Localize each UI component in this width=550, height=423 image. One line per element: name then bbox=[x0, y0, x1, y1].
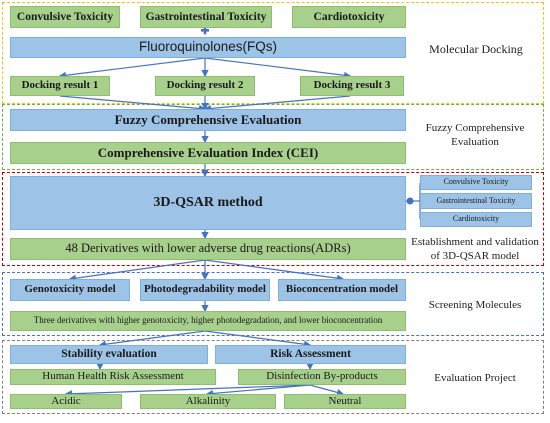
disinfection-byproducts-box: Disinfection By-products bbox=[238, 369, 406, 385]
label-evaluation-project: Evaluation Project bbox=[434, 372, 516, 384]
arrow-screen-stability bbox=[98, 330, 206, 348]
docking-result-1-box: Docking result 1 bbox=[10, 76, 110, 96]
derivatives-box: 48 Derivatives with lower adverse drug r… bbox=[10, 238, 406, 260]
stability-evaluation-box: Stability evaluation bbox=[10, 345, 208, 364]
arrow-fqs-dock3 bbox=[204, 57, 352, 79]
neutral-box: Neutral bbox=[284, 394, 406, 409]
fuzzy-evaluation-box: Fuzzy Comprehensive Evaluation bbox=[10, 109, 406, 131]
gastrointestinal-toxicity-box: Gastrointestinal Toxicity bbox=[140, 6, 272, 28]
acidic-box: Acidic bbox=[10, 394, 122, 409]
arrow-deriv-bio bbox=[204, 259, 345, 282]
arrow-dbp-alkalinity bbox=[205, 384, 311, 398]
label-fuzzy-evaluation: Fuzzy Comprehensive Evaluation bbox=[425, 122, 525, 148]
docking-result-2-box: Docking result 2 bbox=[155, 76, 255, 96]
docking-result-3-box: Docking result 3 bbox=[300, 76, 404, 96]
qsar-cardiotoxicity-box: Cardiotoxicity bbox=[420, 212, 532, 227]
section-fuzzy-evaluation bbox=[2, 104, 544, 170]
qsar-method-box: 3D-QSAR method bbox=[10, 176, 406, 230]
arrow-fqs-dock1 bbox=[58, 57, 206, 79]
arrow-dock3-fuzzy bbox=[203, 95, 351, 113]
screening-result-box: Three derivatives with higher genotoxici… bbox=[10, 311, 406, 331]
plus-icon bbox=[201, 26, 209, 35]
photodegradability-model-box: Photodegradability model bbox=[140, 279, 270, 301]
alkalinity-box: Alkalinity bbox=[140, 394, 276, 409]
arrow-screen-risk bbox=[204, 330, 312, 348]
cei-box: Comprehensive Evaluation Index (CEI) bbox=[10, 142, 406, 164]
arrow-dbp-acidic bbox=[64, 384, 311, 398]
qsar-gastrointestinal-box: Gastrointestinal Toxicity bbox=[420, 193, 532, 209]
fluoroquinolones-box: Fluoroquinolones(FQs) bbox=[10, 37, 406, 58]
connector-dot bbox=[406, 197, 414, 205]
cardiotoxicity-box: Cardiotoxicity bbox=[292, 6, 406, 28]
genotoxicity-model-box: Genotoxicity model bbox=[10, 279, 130, 301]
arrow-dbp-neutral bbox=[309, 384, 345, 396]
risk-assessment-box: Risk Assessment bbox=[215, 345, 406, 364]
human-health-risk-box: Human Health Risk Assessment bbox=[10, 369, 216, 385]
section-screening bbox=[2, 272, 544, 336]
bioconcentration-model-box: Bioconcentration model bbox=[278, 279, 406, 301]
label-molecular-docking: Molecular Docking bbox=[429, 42, 523, 56]
convulsive-toxicity-box: Convulsive Toxicity bbox=[10, 6, 120, 28]
label-qsar-model: Establishment and validation of 3D-QSAR … bbox=[411, 236, 539, 262]
arrow-dock1-fuzzy bbox=[59, 95, 207, 113]
qsar-convulsive-box: Convulsive Toxicity bbox=[420, 175, 532, 190]
section-3d-qsar bbox=[2, 172, 544, 266]
arrow-deriv-geno bbox=[68, 259, 206, 282]
label-screening: Screening Molecules bbox=[428, 299, 522, 311]
